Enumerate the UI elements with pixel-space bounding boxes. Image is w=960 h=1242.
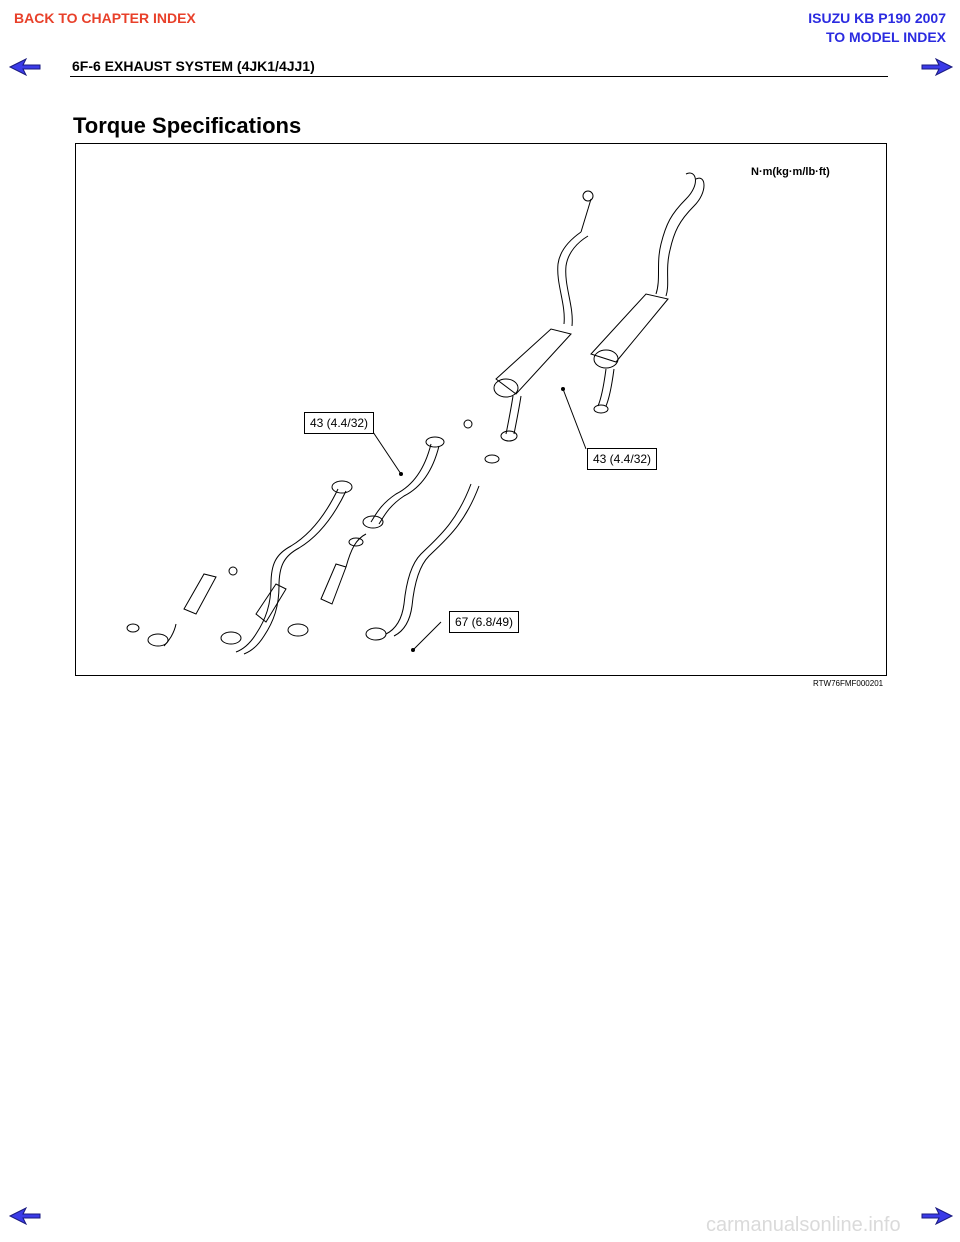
header-rule — [70, 76, 888, 77]
torque-callout-front-muffler: 43 (4.4/32) — [304, 412, 375, 434]
to-model-index-link[interactable]: TO MODEL INDEX — [825, 29, 946, 45]
back-to-chapter-index-link[interactable]: BACK TO CHAPTER INDEX — [14, 10, 196, 26]
figure-id: RTW76FMF000201 — [813, 679, 884, 688]
watermark-text: carmanualsonline.info — [706, 1214, 901, 1236]
page-header-title: 6F-6 EXHAUST SYSTEM (4JK1/4JJ1) — [72, 58, 315, 74]
exhaust-diagram-drawing — [126, 172, 705, 655]
torque-callout-front-pipe: 67 (6.8/49) — [449, 611, 520, 633]
next-page-arrow-icon[interactable] — [920, 58, 954, 76]
previous-page-arrow-icon[interactable] — [8, 58, 42, 76]
torque-callout-rear-muffler: 43 (4.4/32) — [587, 448, 658, 470]
model-name-link[interactable]: ISUZU KB P190 2007 — [808, 10, 946, 26]
torque-unit-label: N·m(kg·m/lb·ft) — [751, 166, 830, 178]
section-heading: Torque Specifications — [73, 113, 302, 138]
next-page-arrow-icon-bottom[interactable] — [920, 1207, 954, 1225]
exhaust-system-figure: N·m(kg·m/lb·ft) 43 (4.4/32) 43 (4.4/32) … — [75, 143, 887, 676]
previous-page-arrow-icon-bottom[interactable] — [8, 1207, 42, 1225]
